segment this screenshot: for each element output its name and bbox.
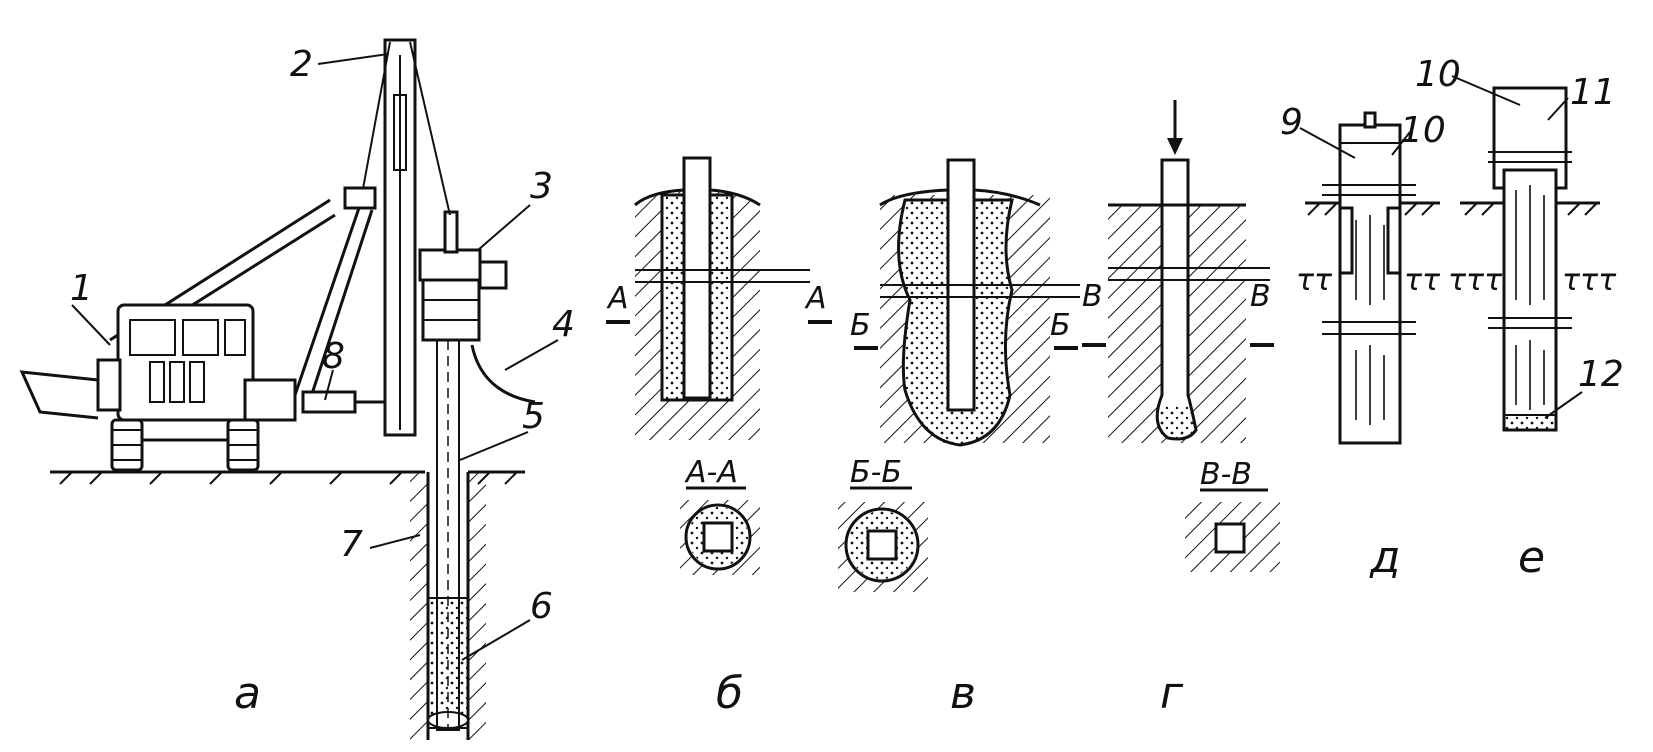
callout-2: 2 (290, 44, 313, 85)
panel-captions: а б в г д е (234, 532, 1545, 719)
panel-g-section (1082, 100, 1280, 572)
caption-v: в (950, 668, 976, 719)
callout-10-e: 10 (1415, 54, 1461, 95)
callout-7: 7 (340, 524, 363, 565)
section-titles: A-A Б-Б В-В (684, 455, 1252, 492)
caption-a: а (234, 668, 261, 719)
section-title-aa: A-A (684, 455, 738, 490)
panel-v-section (838, 158, 1080, 592)
caption-b: б (716, 668, 743, 719)
caption-e: е (1518, 532, 1545, 583)
callout-1: 1 (70, 268, 93, 309)
panel-e-pile (1451, 75, 1600, 432)
callout-5: 5 (522, 396, 545, 437)
caption-d: д (1369, 532, 1400, 583)
groundwater-mark-d-left: ττ (1296, 263, 1333, 298)
callout-11: 11 (1570, 72, 1616, 113)
section-letter-b-right: Б (1050, 308, 1071, 343)
section-letter-a-left: A (606, 281, 629, 316)
callout-3: 3 (530, 166, 553, 207)
callout-6: 6 (530, 586, 553, 627)
section-title-vv: В-В (1200, 457, 1252, 492)
panel-b-section (606, 156, 832, 575)
callout-8: 8 (322, 336, 345, 377)
callout-numbers: 1 2 3 4 5 6 7 8 9 10 10 11 12 (70, 44, 1624, 627)
section-letter-a-right: A (804, 281, 827, 316)
callout-10-d: 10 (1400, 110, 1446, 151)
section-letter-v-left: В (1082, 279, 1103, 314)
panel-d-pile (1299, 111, 1440, 445)
groundwater-mark-d-right: ττ (1404, 263, 1441, 298)
callout-12: 12 (1578, 354, 1624, 395)
panel-a-rig (19, 38, 559, 740)
groundwater-mark-e-left: τττ (1448, 263, 1503, 298)
caption-g: г (1160, 668, 1184, 719)
callout-9: 9 (1280, 102, 1303, 143)
groundwater-marks: ττ ττ τττ τττ (1296, 263, 1617, 298)
section-letters: A A Б Б В В (606, 279, 1271, 343)
section-letter-v-right: В (1250, 279, 1271, 314)
groundwater-mark-e-right: τττ (1562, 263, 1617, 298)
section-letter-b-left: Б (850, 308, 871, 343)
section-title-bb: Б-Б (850, 455, 902, 490)
callout-4: 4 (552, 304, 575, 345)
